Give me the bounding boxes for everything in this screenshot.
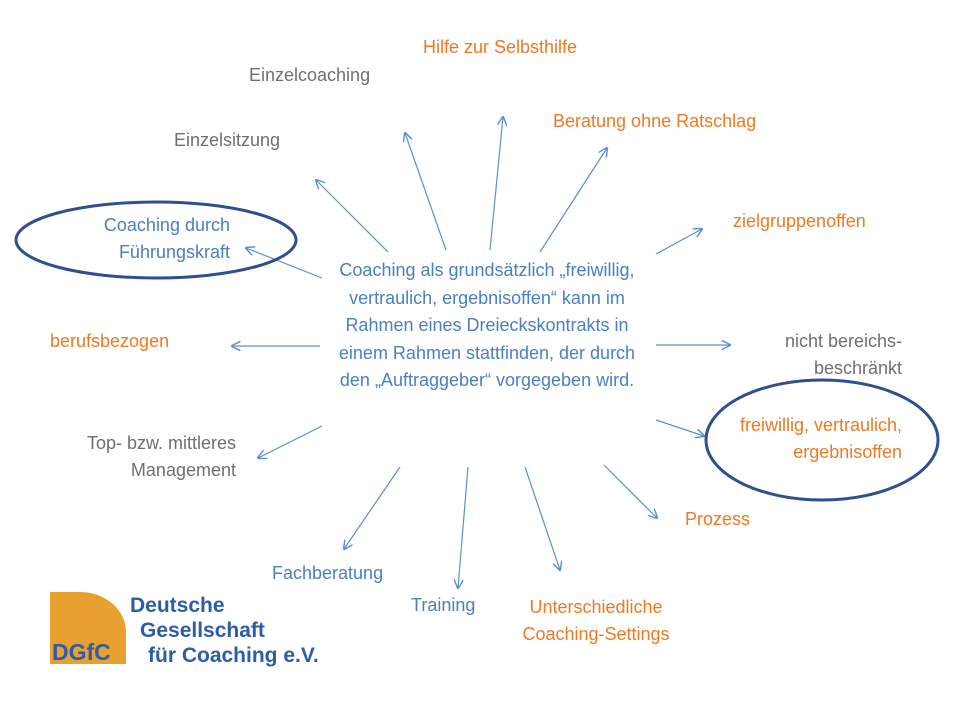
label-freiwillig-vertraulich-ergebnisoffen: freiwillig, vertraulich, ergebnisoffen	[700, 412, 902, 466]
label-freiwillig-line2: ergebnisoffen	[793, 442, 902, 462]
label-bereichs-line2: beschränkt	[813, 358, 902, 378]
arrow-to-prozess	[603, 464, 657, 518]
label-management-line1: Top- bzw. mittleres	[86, 433, 236, 453]
label-fuehrungskraft-line1: Coaching durch	[103, 215, 230, 235]
arrow-to-hilfe	[489, 117, 503, 251]
label-settings-line1: Unterschiedliche	[529, 597, 663, 617]
label-zielgruppenoffen: zielgruppenoffen	[733, 211, 866, 231]
label-management-line2: Management	[130, 460, 236, 480]
arrow-to-fachberatung	[344, 466, 401, 549]
highlight-ellipse-fuehrungskraft	[14, 200, 298, 280]
label-coaching-durch-fuehrungskraft: Coaching durch Führungskraft	[60, 212, 230, 266]
arrow-to-management	[258, 425, 323, 458]
label-top-mittleres-management: Top- bzw. mittleres Management	[36, 430, 236, 484]
logo-line2: Gesellschaft	[140, 619, 265, 642]
arrow-to-fuehrungskraft	[246, 248, 323, 279]
label-einzelcoaching: Einzelcoaching	[249, 65, 371, 85]
label-berufsbezogen: berufsbezogen	[50, 331, 170, 351]
label-beratung-ohne-ratschlag: Beratung ohne Ratschlag	[553, 111, 757, 131]
label-settings-line2: Coaching-Settings	[522, 624, 670, 644]
label-fuehrungskraft-line2: Führungskraft	[118, 242, 230, 262]
highlight-ellipse-freiwillig	[704, 378, 940, 502]
label-nicht-bereichsbeschraenkt: nicht bereichs- beschränkt	[712, 328, 902, 382]
label-einzelsitzung: Einzelsitzung	[174, 130, 281, 150]
label-freiwillig-line1: freiwillig, vertraulich,	[739, 415, 902, 435]
label-prozess: Prozess	[685, 509, 751, 529]
dgfc-logo: DGfC Deutsche Gesellschaft für Coaching …	[50, 592, 319, 667]
label-hilfe-zur-selbsthilfe: Hilfe zur Selbsthilfe	[423, 37, 578, 57]
logo-line1: Deutsche	[130, 594, 225, 617]
label-training: Training	[411, 595, 476, 615]
label-bereichs-line1: nicht bereichs-	[784, 331, 902, 351]
arrow-to-einzelcoaching	[405, 133, 447, 251]
arrow-to-zielgruppenoffen	[655, 229, 702, 255]
arrow-to-freiwillig	[655, 419, 704, 436]
arrow-to-beratung	[539, 148, 607, 253]
center-statement: Coaching als grundsätzlich „freiwillig, …	[338, 260, 636, 390]
arrow-to-training	[458, 466, 469, 588]
label-fachberatung: Fachberatung	[272, 563, 384, 583]
arrow-to-einzelsitzung	[316, 180, 389, 253]
logo-line3: für Coaching e.V.	[148, 644, 319, 667]
label-unterschiedliche-coaching-settings: Unterschiedliche Coaching-Settings	[505, 594, 687, 648]
logo-badge-text: DGfC	[52, 639, 111, 665]
arrow-to-settings	[524, 466, 560, 570]
